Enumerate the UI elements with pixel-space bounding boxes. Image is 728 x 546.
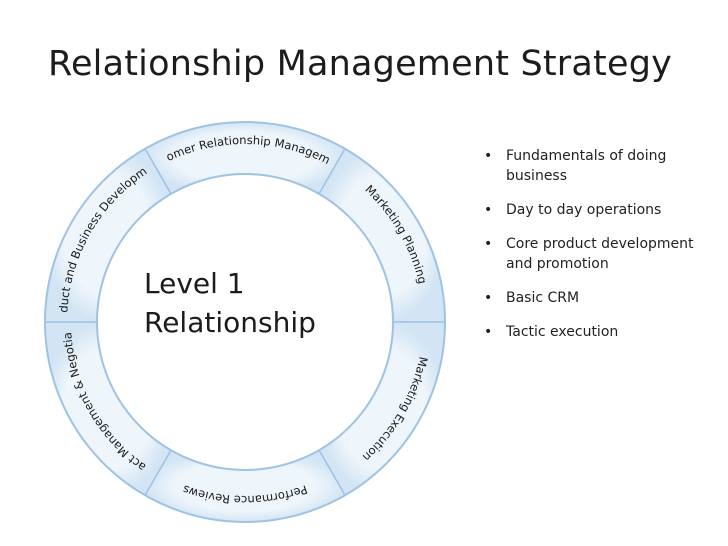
center-label-line-2: Relationship — [144, 306, 316, 339]
center-label: Level 1 Relationship — [144, 264, 316, 342]
cycle-rim — [96, 173, 394, 471]
cycle-segment — [143, 449, 347, 523]
cycle-rim — [44, 121, 446, 523]
bullet-list: Fundamentals of doing business Day to da… — [478, 146, 710, 356]
segment-label-product-business-development: Product and Business Development — [0, 0, 149, 313]
bullet-item: Core product development and promotion — [478, 234, 710, 274]
bullet-item: Day to day operations — [478, 200, 710, 220]
cycle-ring — [44, 121, 446, 523]
center-label-line-1: Level 1 — [144, 267, 245, 300]
bullet-item: Tactic execution — [478, 322, 710, 342]
slide-title: Relationship Management Strategy — [48, 44, 673, 84]
bullet-item: Fundamentals of doing business — [478, 146, 710, 186]
bullet-item: Basic CRM — [478, 288, 710, 308]
